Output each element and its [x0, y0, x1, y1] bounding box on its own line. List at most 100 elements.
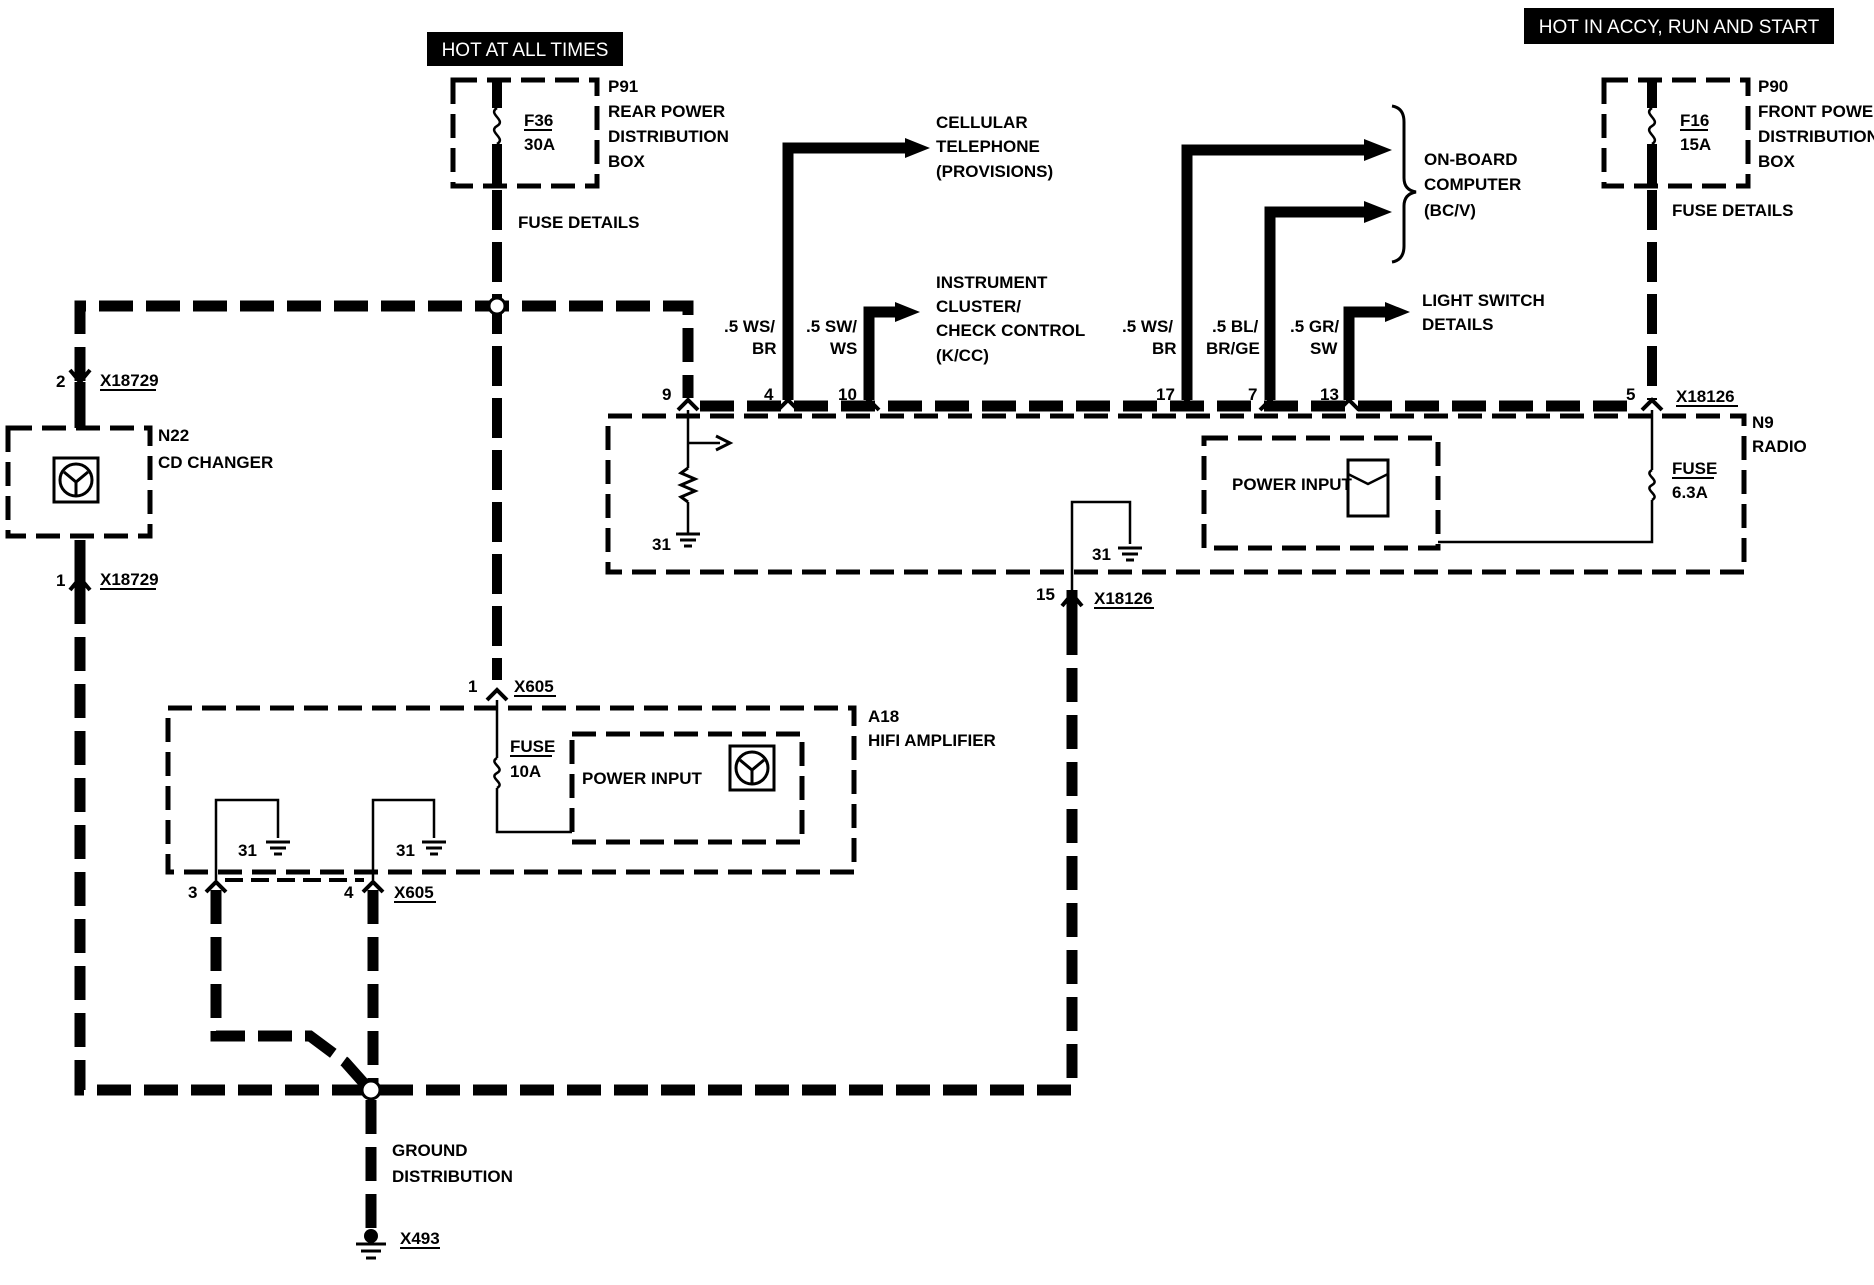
- instrument-line1: INSTRUMENT: [936, 273, 1048, 292]
- resistor-icon: [677, 466, 699, 504]
- n22-pin-1: 1: [56, 571, 65, 590]
- wire-pin7-obc: [1264, 206, 1364, 400]
- ground-distribution: GROUND DISTRIBUTION X493: [356, 1141, 513, 1260]
- a18-pin-3: 3: [188, 883, 197, 902]
- a18-id: A18: [868, 707, 899, 726]
- obc-bracket: [1391, 104, 1417, 264]
- radio-pin-4: 4: [764, 385, 774, 404]
- light-switch-line1: LIGHT SWITCH: [1422, 291, 1545, 310]
- radio-ground-31-left: 31: [652, 535, 671, 554]
- wire-17-label-b: BR: [1152, 339, 1177, 358]
- fuse-6-3a-symbol: [1648, 468, 1656, 502]
- fuse-f36-rating: 30A: [524, 135, 555, 154]
- fuse-f16-id: F16: [1680, 111, 1709, 130]
- n22-name: CD CHANGER: [158, 453, 273, 472]
- splice-ground: [360, 1079, 382, 1101]
- n22-id: N22: [158, 426, 189, 445]
- arrow-cellular-icon: [905, 138, 930, 158]
- cellular-line1: CELLULAR: [936, 113, 1028, 132]
- cellular-line3: (PROVISIONS): [936, 162, 1053, 181]
- a18-pin-1: 1: [468, 677, 477, 696]
- arrow-obc-top-icon: [1364, 139, 1392, 161]
- radio-pin-10: 10: [838, 385, 857, 404]
- p90-line1: FRONT POWER: [1758, 102, 1874, 121]
- n22-cd-changer: N22 CD CHANGER 2 X18729 1 X18729: [5, 368, 273, 592]
- n22-connector-bottom: X18729: [100, 570, 159, 589]
- p91-line1: REAR POWER: [608, 102, 725, 121]
- ground-icon: [676, 532, 700, 548]
- wire-pin17-obc: [1181, 144, 1364, 400]
- fuse-f36-id: F36: [524, 111, 553, 130]
- wire-7-label-a: .5 BL/: [1212, 317, 1259, 336]
- a18-name: HIFI AMPLIFIER: [868, 731, 996, 750]
- wire-feed-top-dashed: [74, 300, 694, 428]
- fuse-f36-symbol: [492, 106, 502, 146]
- wire-13-label-b: SW: [1310, 339, 1338, 358]
- wire-10-label-b: WS: [830, 339, 857, 358]
- ground-icon: [1118, 546, 1142, 562]
- ground-x493-icon: [356, 1242, 386, 1260]
- radio-ground-31-right: 31: [1092, 545, 1111, 564]
- radio-pin-5: 5: [1626, 385, 1635, 404]
- p90-fuse-details: FUSE DETAILS: [1672, 201, 1794, 220]
- n9-name: RADIO: [1752, 437, 1807, 456]
- arrow-light-switch-icon: [1385, 302, 1410, 322]
- wire-pin10-instrument: [863, 306, 895, 400]
- a18-connector-bottom: X605: [394, 883, 434, 902]
- radio-power-input: POWER INPUT: [1232, 475, 1353, 494]
- a18-fuse-label: FUSE: [510, 737, 555, 756]
- p90-front-power-box: F16 15A P90 FRONT POWER DISTRIBUTION BOX…: [1601, 77, 1874, 220]
- destination-labels: CELLULAR TELEPHONE (PROVISIONS) INSTRUME…: [936, 113, 1545, 365]
- instrument-line3: CHECK CONTROL: [936, 321, 1085, 340]
- instrument-line4: (K/CC): [936, 346, 989, 365]
- a18-connector-top: X605: [514, 677, 554, 696]
- obc-line3: (BC/V): [1424, 201, 1476, 220]
- banner-hot-at-all-times: HOT AT ALL TIMES: [427, 32, 623, 66]
- wire-7-label-b: BR/GE: [1206, 339, 1260, 358]
- radio-connector-label: X18126: [1676, 387, 1735, 406]
- radio-pin-9: 9: [662, 385, 671, 404]
- n9-radio: N9 RADIO X18126 9 4 10 17 7 13 5: [605, 385, 1807, 609]
- n9-id: N9: [1752, 413, 1774, 432]
- a18-pin-4: 4: [344, 883, 354, 902]
- a18-power-input: POWER INPUT: [582, 769, 703, 788]
- wire-color-labels: .5 WS/ BR .5 SW/ WS .5 WS/ BR .5 BL/ BR/…: [724, 317, 1339, 358]
- wire-17-label-a: .5 WS/: [1122, 317, 1173, 336]
- obc-line2: COMPUTER: [1424, 175, 1521, 194]
- p91-fuse-details: FUSE DETAILS: [518, 213, 640, 232]
- wire-10-label-a: .5 SW/: [806, 317, 857, 336]
- radio-fuse-label: FUSE: [1672, 459, 1717, 478]
- a18-ground-31-right: 31: [396, 841, 415, 860]
- radio-pin-13: 13: [1320, 385, 1339, 404]
- arrow-instrument-icon: [895, 302, 920, 322]
- a18-hifi-amplifier: A18 HIFI AMPLIFIER 1 X605 FUSE 10A POWER…: [165, 677, 996, 903]
- wire-4-label-a: .5 WS/: [724, 317, 775, 336]
- ground-icon: [422, 840, 446, 856]
- cellular-line2: TELEPHONE: [936, 137, 1040, 156]
- arrow-obc-bottom-icon: [1364, 201, 1392, 223]
- p90-line2: DISTRIBUTION: [1758, 127, 1874, 146]
- instrument-line2: CLUSTER/: [936, 297, 1021, 316]
- n22-connector-top: X18729: [100, 371, 159, 390]
- ground-distribution-line2: DISTRIBUTION: [392, 1167, 513, 1186]
- wire-pin13-light-switch: [1343, 306, 1385, 400]
- radio-pin-17: 17: [1156, 385, 1175, 404]
- ground-x493-label: X493: [400, 1229, 440, 1248]
- ground-icon: [266, 840, 290, 856]
- banner-hot-in-accy: HOT IN ACCY, RUN AND START: [1524, 8, 1834, 44]
- wires: [74, 104, 1657, 1232]
- banner-hot-at-all-times-text: HOT AT ALL TIMES: [442, 40, 609, 61]
- light-switch-line2: DETAILS: [1422, 315, 1493, 334]
- fuse-f16-rating: 15A: [1680, 135, 1711, 154]
- obc-line1: ON-BOARD: [1424, 150, 1518, 169]
- fuse-f16-symbol: [1647, 106, 1657, 146]
- a18-ground-31-left: 31: [238, 841, 257, 860]
- wire-pin4-cellular: [782, 142, 905, 400]
- p90-line3: BOX: [1758, 152, 1796, 171]
- splice-top: [487, 296, 507, 316]
- radio-module-icon: [1346, 458, 1390, 518]
- ground-distribution-line1: GROUND: [392, 1141, 468, 1160]
- p91-id: P91: [608, 77, 638, 96]
- banner-hot-in-accy-text: HOT IN ACCY, RUN AND START: [1539, 17, 1820, 38]
